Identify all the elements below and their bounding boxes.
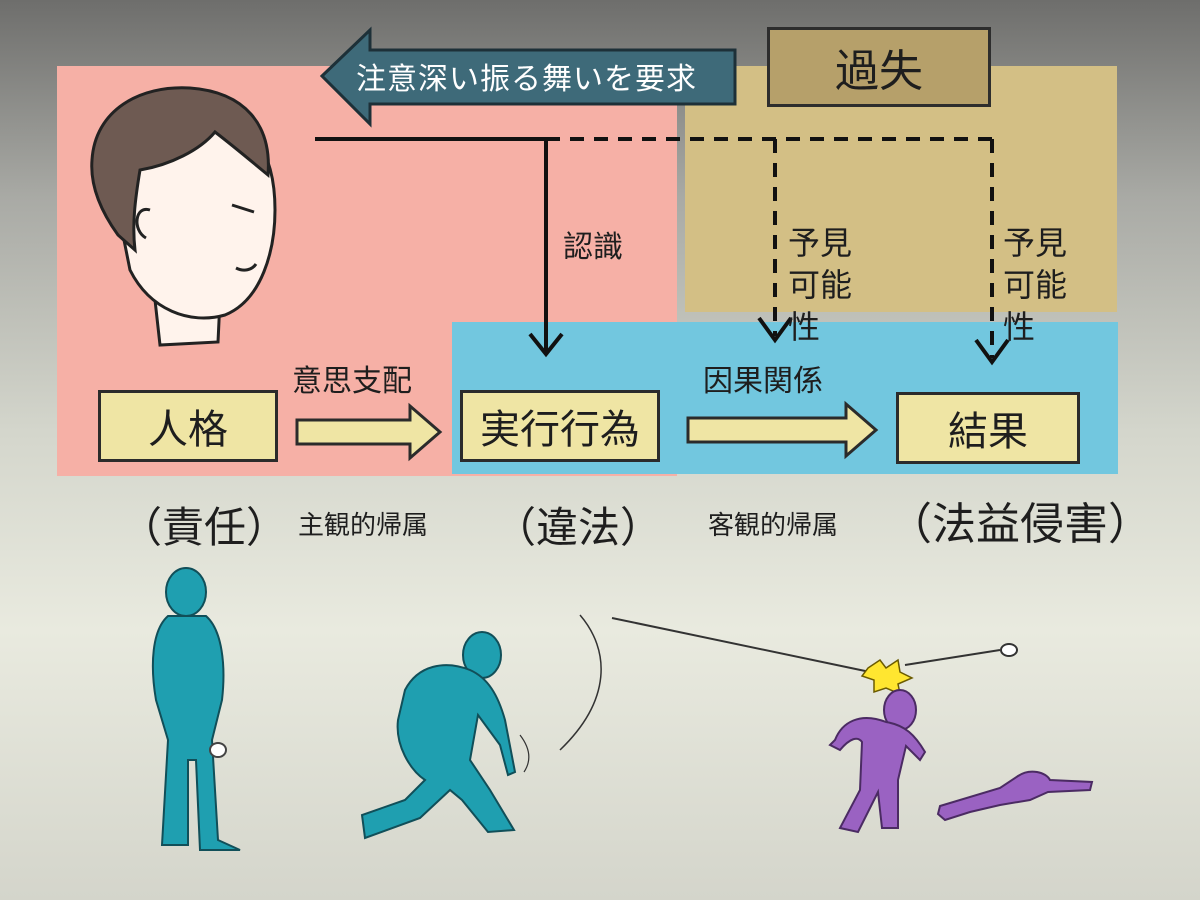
- negligence-panel: [685, 66, 1117, 312]
- actor-standing-figure: [151, 567, 241, 851]
- foreseeability-arrow-2: [974, 139, 1010, 366]
- stone-trajectory-line-2: [904, 649, 1001, 666]
- foreseeability-label-2: 予見可能性: [1003, 224, 1068, 346]
- objective-attribution-label: 客観的帰属: [708, 511, 839, 541]
- victim-lying-figure: [936, 770, 1094, 822]
- foreseeability-label-1: 予見可能性: [788, 224, 853, 346]
- victim-hit-figure: [828, 689, 927, 834]
- responsibility-label: （責任）: [120, 503, 289, 552]
- causation-arrow: [686, 400, 879, 460]
- recognition-arrow: [315, 137, 564, 358]
- recognition-label: 認識: [563, 230, 623, 265]
- will-control-arrow: [295, 402, 443, 462]
- will-control-label: 意思支配: [292, 364, 412, 399]
- personality-box: 人格: [98, 390, 278, 462]
- negligence-label: 過失: [767, 27, 991, 107]
- impact-burst-icon: [860, 658, 914, 696]
- stone-trajectory-line: [611, 617, 871, 673]
- stone-icon: [1000, 643, 1018, 657]
- top-arrow-label: 注意深い振る舞いを要求: [356, 62, 697, 97]
- causation-label: 因果関係: [703, 364, 823, 399]
- subjective-attribution-label: 主観的帰属: [298, 511, 429, 541]
- legal-interest-infringement-label: （法益侵害）: [888, 499, 1152, 550]
- result-box: 結果: [896, 392, 1080, 464]
- throw-motion-line-2: [519, 734, 530, 773]
- act-box: 実行行為: [460, 390, 660, 462]
- illegality-label: （違法）: [494, 503, 663, 552]
- throw-motion-line: [559, 614, 602, 751]
- top-arrow: [319, 26, 737, 128]
- person-head-illustration: [90, 86, 277, 347]
- foreseeability-arrow-1: [546, 137, 992, 344]
- actor-throwing-figure: [360, 631, 517, 840]
